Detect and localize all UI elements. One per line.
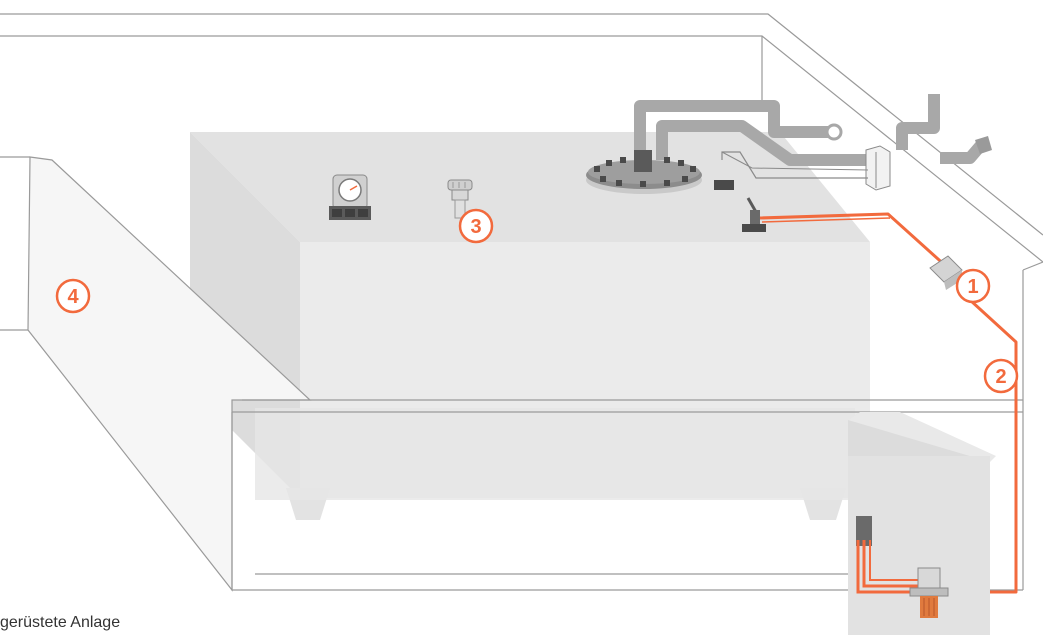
diagram-caption: gerüstete Anlage	[0, 614, 121, 631]
marker-4-label: 4	[67, 286, 79, 308]
shutoff-valve-icon	[742, 197, 766, 232]
marker-4: 4	[55, 278, 91, 314]
pressure-gauge-icon	[329, 174, 371, 220]
extraction-pipes	[634, 100, 987, 166]
marker-2: 2	[983, 358, 1019, 394]
manhole-flange-icon	[586, 150, 702, 194]
pump-icon	[909, 567, 949, 618]
marker-1-label: 1	[967, 276, 978, 298]
wall-connector	[721, 145, 891, 191]
boiler-icon	[848, 412, 996, 635]
marker-3-label: 3	[470, 216, 481, 238]
oil-filter-icon	[929, 255, 963, 290]
marker-1: 1	[955, 268, 991, 304]
level-sensor-icon	[714, 180, 734, 190]
marker-3: 3	[458, 208, 494, 244]
protective-wall-panel	[0, 156, 312, 592]
storage-tank	[190, 132, 870, 520]
marker-2-label: 2	[995, 366, 1006, 388]
pipe-ends	[825, 94, 992, 154]
vent-valve-icon	[447, 179, 473, 219]
